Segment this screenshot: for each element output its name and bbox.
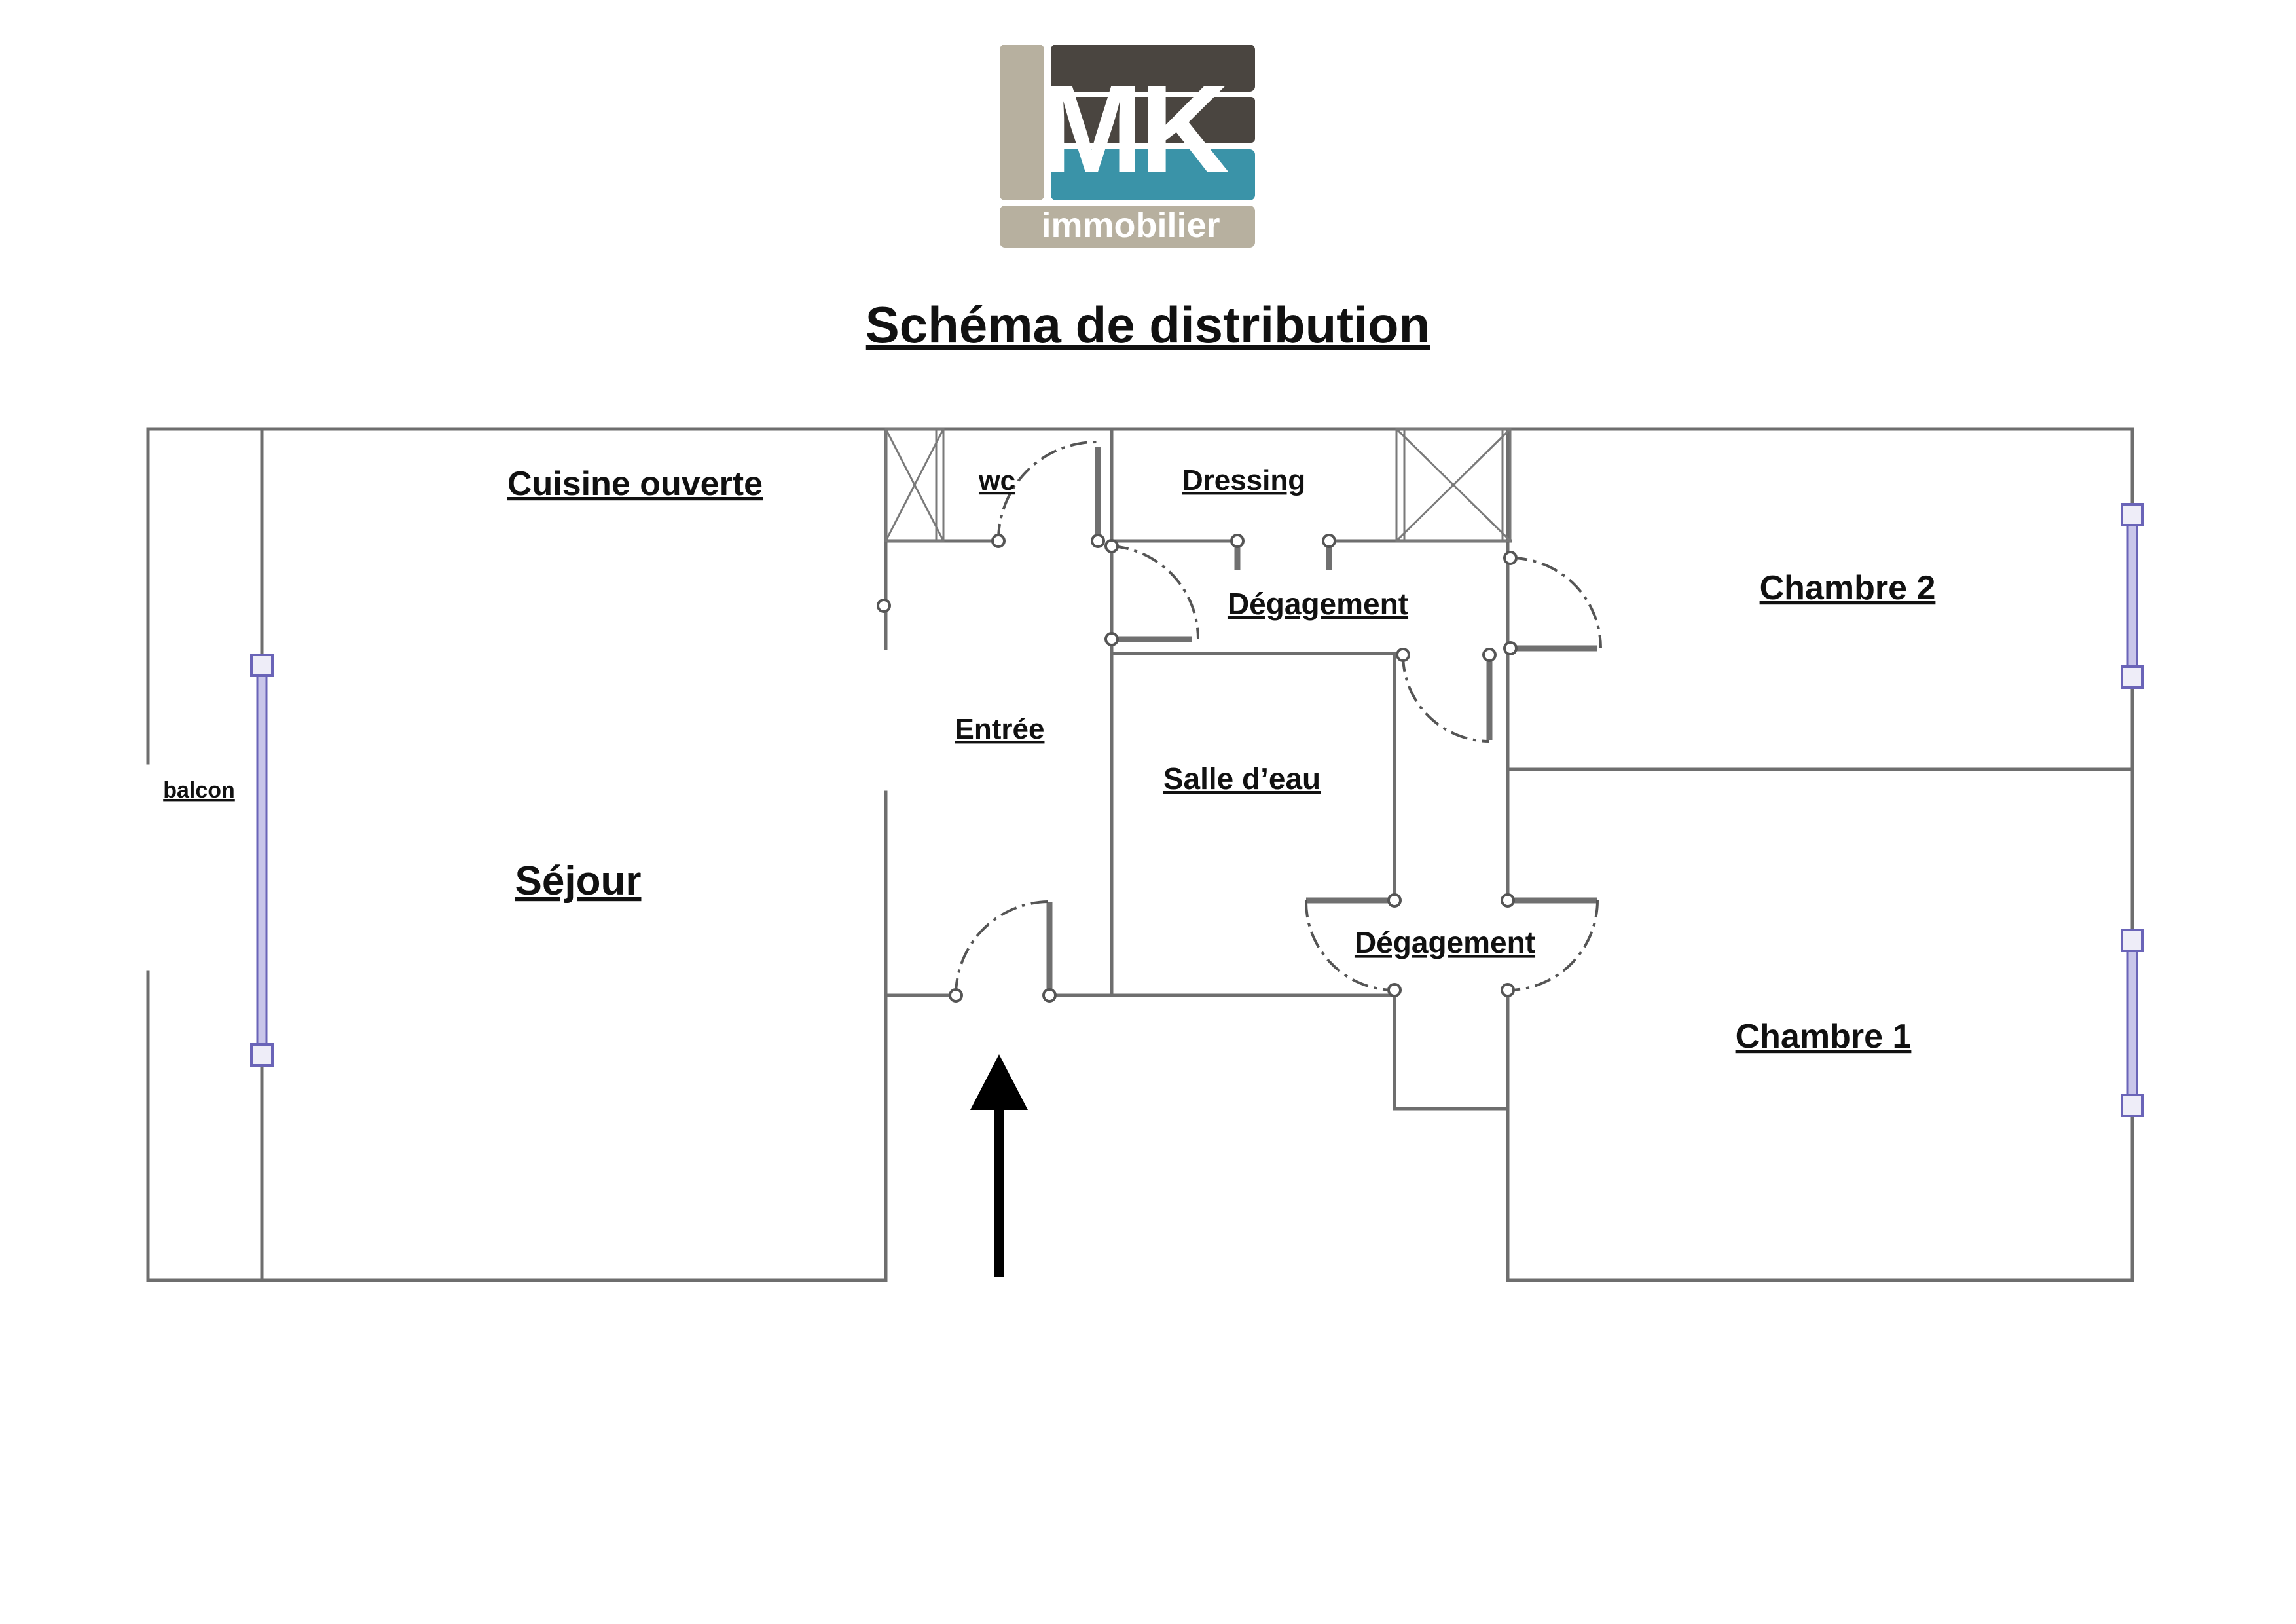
room-label-salle-eau: Salle d’eau xyxy=(1163,762,1321,796)
doors xyxy=(877,440,1602,1003)
room-label-wc: wc xyxy=(978,465,1015,496)
room-label-dressing: Dressing xyxy=(1182,464,1305,496)
room-label-balcon: balcon xyxy=(163,778,235,803)
logo-word: immobilier xyxy=(1041,206,1220,245)
room-label-chambre1: Chambre 1 xyxy=(1736,1018,1912,1056)
room-label-sejour: Séjour xyxy=(515,858,642,904)
room-label-chambre2: Chambre 2 xyxy=(1760,569,1936,607)
shafts xyxy=(884,428,1512,542)
room-label-degagement-bottom: Dégagement xyxy=(1355,925,1535,959)
room-label-cuisine: Cuisine ouverte xyxy=(507,465,763,503)
arrow-up-icon xyxy=(970,1054,1028,1277)
page-title: Schéma de distribution xyxy=(866,296,1430,354)
logo: MK immobilier xyxy=(1000,45,1255,248)
room-labels: Cuisine ouverte wc Dressing Dégagement C… xyxy=(163,464,1935,1056)
walls xyxy=(146,427,2134,1282)
logo-letters: MK xyxy=(1040,60,1228,198)
room-label-entree: Entrée xyxy=(955,713,1045,745)
room-label-degagement-top: Dégagement xyxy=(1228,587,1408,621)
windows xyxy=(250,503,2144,1117)
